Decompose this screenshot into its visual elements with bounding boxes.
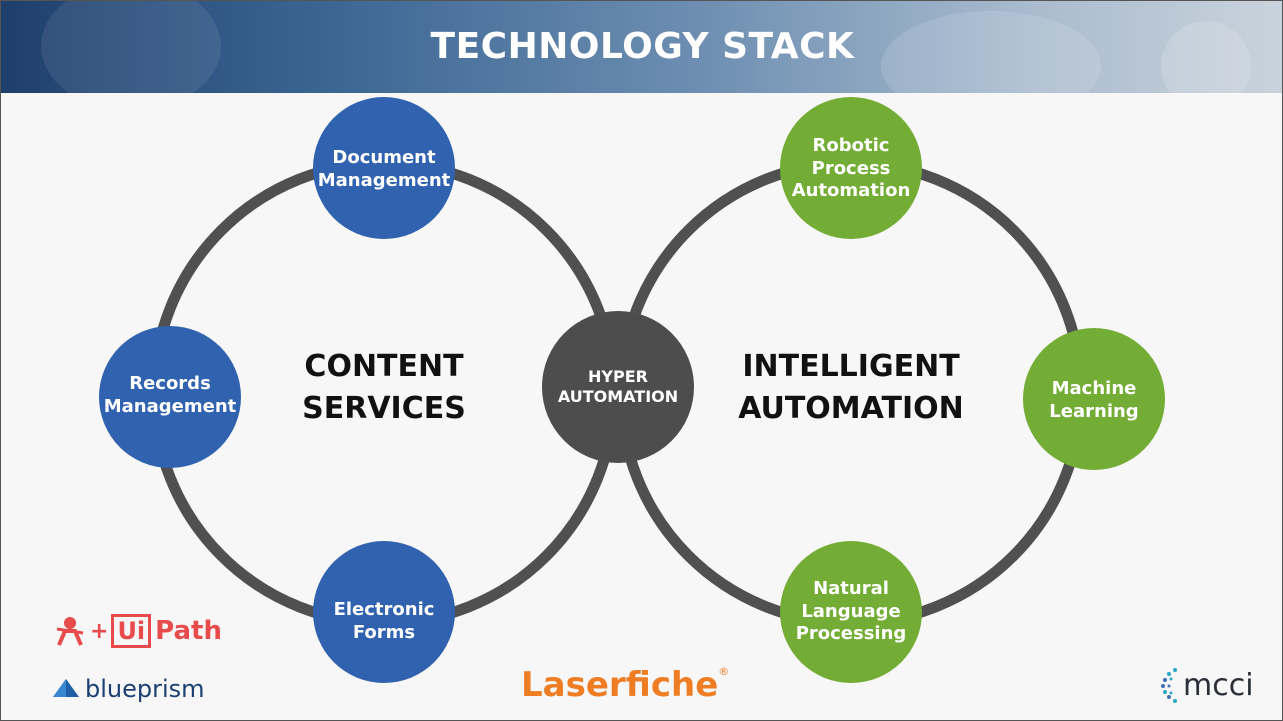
machine-learning-label: Machine Learning xyxy=(1014,378,1174,423)
natural-language-processing-label: Natural Language Processing xyxy=(771,578,931,646)
banner-decoration xyxy=(41,1,221,93)
node-label-line: Machine xyxy=(1051,378,1137,399)
node-label-line: Learning xyxy=(1049,400,1139,422)
ring-label-line: SERVICES xyxy=(302,391,466,426)
uipath-plus: + xyxy=(90,618,109,644)
technology-diagram xyxy=(99,97,1165,683)
document-management-node xyxy=(313,97,455,239)
node-label-line: Language xyxy=(801,600,901,622)
ring-label-line: AUTOMATION xyxy=(738,391,964,426)
machine-learning-node xyxy=(1023,328,1165,470)
hyper-automation-node xyxy=(542,311,694,463)
node-label-line: Process xyxy=(811,157,891,179)
mcci-text: mcci xyxy=(1183,667,1254,703)
electronic-forms-label: Electronic Forms xyxy=(304,599,464,644)
node-label-line: Robotic xyxy=(812,135,890,156)
registered-mark: ® xyxy=(718,665,730,678)
blueprism-prism-icon xyxy=(53,679,79,697)
banner-decoration xyxy=(881,11,1101,93)
document-management-label: Document Management xyxy=(304,147,464,192)
node-label-line: Processing xyxy=(795,623,907,644)
content-services-label: CONTENT SERVICES xyxy=(264,346,504,430)
node-label-line: Electronic xyxy=(333,599,435,620)
records-management-label: Records Management xyxy=(90,373,250,418)
ring-label-line: INTELLIGENT xyxy=(742,349,960,384)
hyper-automation-label: HYPER AUTOMATION xyxy=(538,367,698,407)
node-label-line: Forms xyxy=(352,621,416,643)
node-label-line: Management xyxy=(103,395,237,417)
node-label-line: Records xyxy=(129,373,211,394)
title-banner: TECHNOLOGY STACK xyxy=(1,1,1282,93)
records-management-node xyxy=(99,326,241,468)
robotic-process-automation-node xyxy=(780,97,922,239)
slide-title: TECHNOLOGY STACK xyxy=(430,26,855,67)
ring-label-line: CONTENT xyxy=(304,349,464,384)
uipath-robot-icon xyxy=(56,617,84,646)
laserfiche-text: Laserfiche xyxy=(521,665,719,705)
banner-decoration xyxy=(1161,21,1251,93)
blueprism-text: blueprism xyxy=(85,675,205,703)
node-label-line: Document xyxy=(332,147,436,168)
electronic-forms-node xyxy=(313,541,455,683)
node-label-line: AUTOMATION xyxy=(557,387,679,406)
node-label-line: HYPER xyxy=(588,367,648,386)
node-label-line: Automation xyxy=(791,180,911,201)
mcci-dots-icon xyxy=(1161,668,1177,703)
natural-language-processing-node xyxy=(780,541,922,683)
laserfiche-logo: Laserfiche® xyxy=(521,665,729,705)
uipath-ui-box: Ui xyxy=(111,614,152,648)
blueprism-logo: blueprism xyxy=(51,671,205,707)
robotic-process-automation-label: Robotic Process Automation xyxy=(771,135,931,203)
intelligent-automation-label: INTELLIGENT AUTOMATION xyxy=(696,346,1006,430)
uipath-path-text: Path xyxy=(155,616,222,646)
node-label-line: Management xyxy=(317,169,451,191)
mcci-logo: mcci xyxy=(1159,665,1254,705)
node-label-line: Natural xyxy=(813,578,889,599)
uipath-logo: + Ui Path xyxy=(53,613,222,649)
